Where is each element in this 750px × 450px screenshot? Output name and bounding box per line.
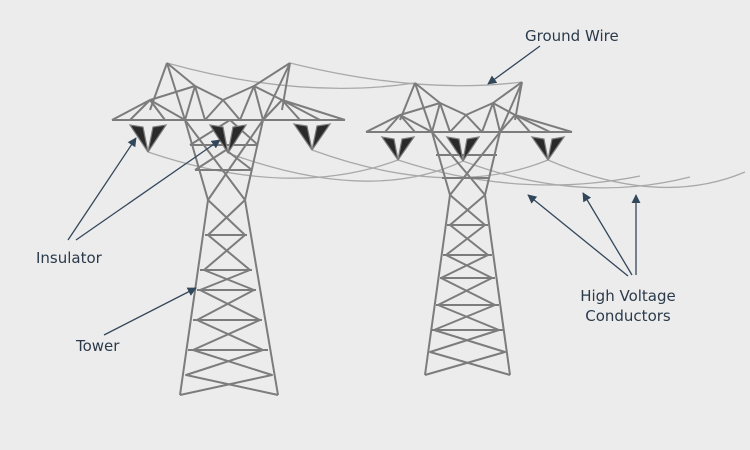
conductor-wire bbox=[227, 152, 464, 182]
conductor-wire bbox=[547, 159, 746, 189]
ground-wire-pointer bbox=[487, 45, 541, 85]
tower-label: Tower bbox=[76, 337, 120, 355]
insulator-icon bbox=[128, 124, 168, 153]
pointer-arrows bbox=[67, 45, 641, 336]
wires bbox=[147, 62, 746, 189]
conductors-label: High Voltage Conductors bbox=[572, 286, 684, 326]
back-tower bbox=[365, 81, 573, 376]
conductor-pointer bbox=[527, 194, 629, 277]
insulator-icon bbox=[445, 136, 481, 162]
conductor-wire bbox=[311, 149, 549, 179]
insulators bbox=[128, 123, 566, 162]
conductor-wire bbox=[462, 160, 691, 189]
ground-wire bbox=[289, 62, 523, 87]
conductors-label-line2: Conductors bbox=[585, 307, 671, 325]
tower-pointer bbox=[103, 287, 197, 336]
insulator-label: Insulator bbox=[36, 249, 102, 267]
insulator-icon bbox=[208, 124, 248, 154]
insulator-icon bbox=[530, 136, 566, 161]
insulator-pointer bbox=[67, 137, 137, 241]
insulator-icon bbox=[380, 136, 416, 161]
conductor-pointer bbox=[582, 192, 633, 276]
conductors-label-line1: High Voltage bbox=[580, 287, 676, 305]
ground-wire-label: Ground Wire bbox=[525, 27, 619, 45]
ground-wire bbox=[166, 62, 416, 90]
front-tower bbox=[111, 62, 346, 396]
insulator-pointer bbox=[75, 139, 221, 241]
insulator-icon bbox=[292, 123, 332, 151]
conductor-wire bbox=[147, 151, 399, 179]
